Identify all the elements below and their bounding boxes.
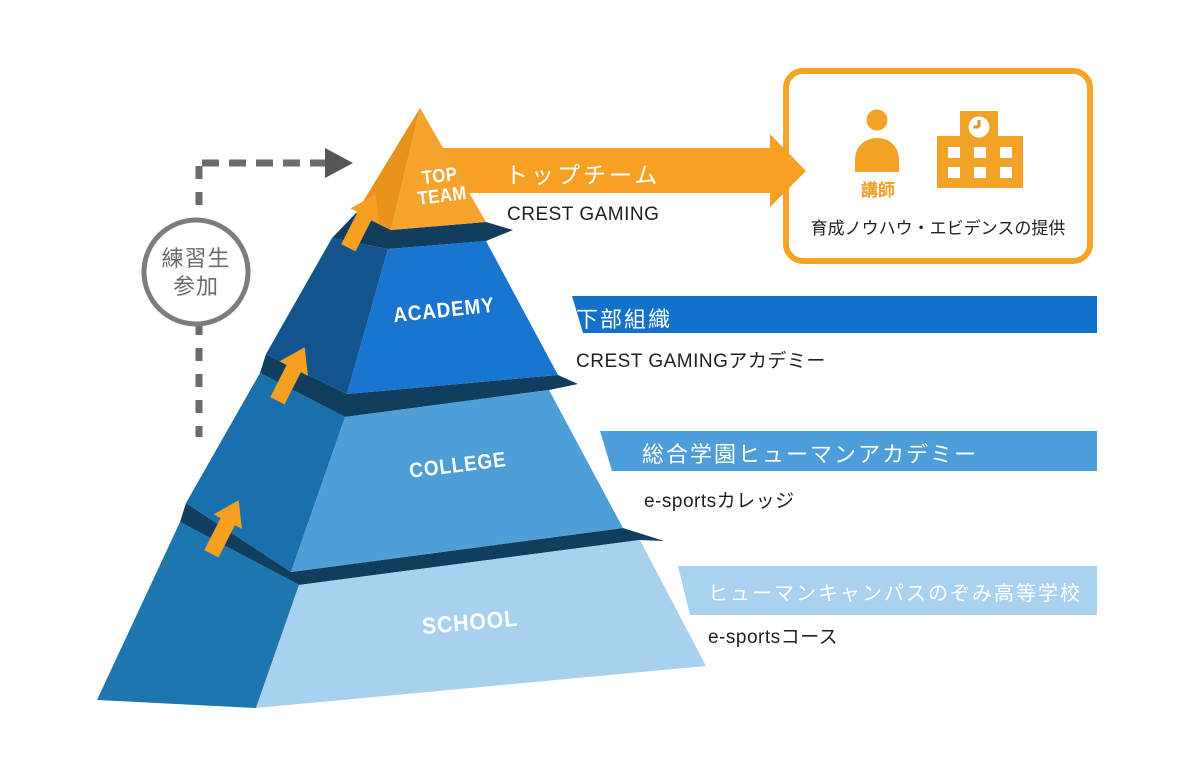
school-band-title: ヒューマンキャンパスのぞみ高等学校: [708, 583, 1082, 605]
provider-box-caption: 育成ノウハウ・エビデンスの提供: [810, 219, 1066, 238]
college-band: [600, 431, 1097, 471]
top-tier-front-face: [391, 108, 486, 230]
college-front-face: [291, 390, 623, 572]
trainee-circle: [141, 217, 251, 327]
promotion-up-arrow-icon: [270, 347, 308, 405]
clock-hands: [973, 120, 981, 129]
school-subtitle: e-sportsコース: [708, 627, 839, 648]
promotion-up-arrow-icon: [204, 500, 242, 558]
top-tier-face-label: TOP TEAM: [416, 163, 468, 210]
instructor-person-icon: [855, 109, 899, 172]
college-band-title: 総合学園ヒューマンアカデミー: [642, 442, 979, 467]
college-subtitle: e-sportsカレッジ: [644, 491, 795, 512]
school-band: [678, 566, 1097, 615]
school-front-face: [256, 540, 706, 708]
trainee-flow-arrowhead-icon: [325, 148, 353, 178]
top-team-subtitle: CREST GAMING: [507, 204, 660, 225]
trainee-circle-label-line2: 参加: [172, 274, 219, 299]
academy-band-title: 下部組織: [576, 307, 673, 332]
top-team-banner-arrow: [440, 134, 806, 207]
gap-under-college-tier: [180, 503, 664, 585]
building-windows: [948, 147, 1012, 178]
school-side-face: [97, 522, 299, 708]
trainee-circle-label-line1: 練習生: [161, 246, 231, 271]
gap-under-top-tier: [332, 213, 513, 249]
promotion-up-arrow-icon: [341, 194, 379, 252]
academy-subtitle: CREST GAMINGアカデミー: [576, 351, 826, 372]
person-icon: [855, 109, 899, 172]
school-building-icon: [937, 111, 1023, 188]
gap-under-academy-tier: [260, 354, 578, 417]
trainee-circle-label: 練習生 参加: [144, 245, 248, 301]
instructor-label: 講師: [861, 181, 895, 200]
academy-band: [572, 296, 1097, 333]
top-team-band-title: トップチーム: [505, 162, 661, 188]
academy-front-face: [347, 241, 558, 394]
